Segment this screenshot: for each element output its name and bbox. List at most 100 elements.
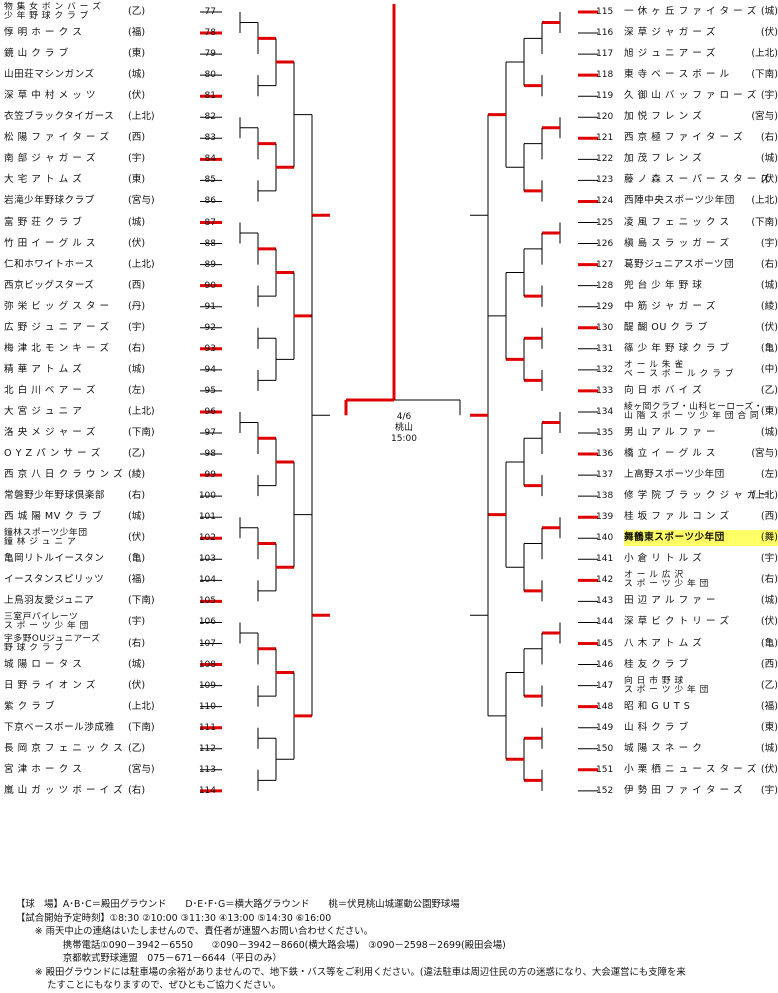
team-name: 男 山 ア ル フ ァ ー xyxy=(624,427,716,438)
team-region: (中) xyxy=(760,363,778,375)
team-number: 117 xyxy=(596,49,614,60)
team-row: 深 草 ジ ャ ガ ー ズ(伏)116 xyxy=(0,25,778,41)
team-number: 110 xyxy=(198,701,216,712)
team-number: 97 xyxy=(204,428,216,438)
team-name: 槇 島 ス ラ ッ ガ ー ズ xyxy=(624,237,730,249)
team-region: (伏) xyxy=(760,763,778,775)
team-row: 深 草 中 村 メ ッ ツ(伏)81 xyxy=(0,88,778,104)
team-row: 加 悦 フ レ ン ズ(宮与)120 xyxy=(0,109,778,125)
team-row: 下京ベースボール渉成雅(下南)111 xyxy=(0,720,778,736)
team-region: (宇) xyxy=(128,321,146,333)
team-row: 小 倉 リ ト ル ズ(宇)141 xyxy=(0,551,778,567)
team-region: (東) xyxy=(128,48,146,60)
team-number: 129 xyxy=(596,301,614,312)
team-number: 126 xyxy=(596,238,614,249)
team-region: (左) xyxy=(128,384,146,396)
team-number: 103 xyxy=(198,554,216,565)
team-row: 田 辺 ア ル フ ァ ー(城)143 xyxy=(0,593,778,609)
team-name: 下京ベースボール渉成雅 xyxy=(4,721,115,733)
team-name: 宇多野OUジュニアーズ野 球 ク ラ ブ xyxy=(4,634,126,653)
team-number: 82 xyxy=(204,112,216,123)
team-row: 常磐野少年野球倶楽部(右)100 xyxy=(0,488,778,504)
phone-note: 携帯電話①090－3942－6550 ②090－3942－8660(横大路会場)… xyxy=(16,939,506,951)
parking-note-2: たすことにもなりますので、ぜひともご協力ください。 xyxy=(16,980,281,991)
final-date: 4/6 xyxy=(396,412,412,422)
team-name: オ ー ル 広 沢ス ポ ー ツ 少 年 団 xyxy=(624,571,748,589)
team-row: 一 休 ヶ 丘 フ ァ イ タ ー ズ(城)115 xyxy=(0,4,778,20)
team-name-line1: オ ー ル 広 沢 xyxy=(624,570,684,581)
team-region: (伏) xyxy=(128,532,146,544)
team-row: 城 陽 ロ ー タ ス(城)108 xyxy=(0,657,778,673)
team-name: 鐘林スポーツ少年団鐘 林 ジ ュ ニ ア xyxy=(4,529,126,547)
team-row: 桂 友 ク ラ ブ(西)146 xyxy=(0,657,778,673)
team-region: (乙) xyxy=(760,384,778,396)
team-number: 121 xyxy=(596,133,614,144)
team-name: 物 集 女 ボ ン バ ー ズ少 年 野 球 ク ラ ブ xyxy=(4,3,126,21)
team-number: 120 xyxy=(596,112,614,123)
team-region: (宇) xyxy=(760,90,778,102)
team-name: 八 木 ア ト ム ズ xyxy=(624,637,703,649)
team-name: 精 華 ア ト ム ズ xyxy=(4,363,83,375)
team-name-line2: ベ ー ス ボ ー ル ク ラ ブ xyxy=(624,368,735,379)
team-row: 綾ヶ岡クラブ・山科ヒーローズ・山 階 ス ポ ー ツ 少 年 団 合 同(東)1… xyxy=(0,402,778,420)
team-number: 109 xyxy=(198,680,216,691)
team-number: 107 xyxy=(198,638,216,649)
team-name: 修 学 院 ブ ラ ッ ク ジ ャ ガ ー xyxy=(624,490,771,502)
team-number: 143 xyxy=(596,596,614,607)
team-number: 141 xyxy=(596,554,614,565)
team-row: 深 草 ビ ク ト リ ー ズ(伏)144 xyxy=(0,614,778,630)
team-number: 95 xyxy=(204,385,216,396)
team-number: 87 xyxy=(204,217,216,228)
team-region: (乙) xyxy=(760,679,778,691)
team-row: 大 宅 ア ト ム ズ(東)85 xyxy=(0,172,778,188)
team-number: 127 xyxy=(596,259,614,270)
team-region: (城) xyxy=(760,427,778,438)
team-name: 城 陽 ス ネ ー ク xyxy=(624,742,703,754)
team-name-line1: オ ー ル 朱 雀 xyxy=(624,359,684,370)
team-region: (上北) xyxy=(128,405,155,417)
team-name: 岩滝少年野球クラブ xyxy=(4,195,95,207)
team-name: 大 宅 ア ト ム ズ xyxy=(4,174,83,186)
team-name: 松 陽 フ ァ イ タ ー ズ xyxy=(4,132,110,144)
team-row: 上高野スポーツ少年団(左)137 xyxy=(0,467,778,483)
team-region: (城) xyxy=(760,595,778,607)
team-name: 西陣中央スポーツ少年団 xyxy=(624,195,735,207)
team-name: 北 白 川 ベ ア ー ズ xyxy=(4,384,96,396)
team-number: 148 xyxy=(596,701,614,712)
team-region: (宮与) xyxy=(128,195,155,207)
team-row: 山 科 ク ラ ブ(東)149 xyxy=(0,720,778,736)
team-name: 伊 勢 田 フ ァ イ タ ー ズ xyxy=(624,784,744,796)
team-number: 115 xyxy=(596,7,614,17)
team-number: 150 xyxy=(596,743,614,754)
team-row: 竹 田 イ ー グ ル ス(伏)88 xyxy=(0,236,778,252)
team-name: 洛 央 メ ジ ャ ー ズ xyxy=(4,427,96,438)
team-row: 三室戸パイレーツス ポ ー ツ 少 年 団(宇)106 xyxy=(0,613,778,631)
team-row: イースタンスピリッツ(福)104 xyxy=(0,572,778,588)
team-region: (下南) xyxy=(751,69,778,81)
team-number: 142 xyxy=(596,575,614,586)
team-row: 修 学 院 ブ ラ ッ ク ジ ャ ガ ー(上北)138 xyxy=(0,488,778,504)
team-name: 西 京 八 日 ク ラ ウ ン ズ xyxy=(4,469,124,481)
team-region: (宮与) xyxy=(751,448,778,460)
team-name: 城 陽 ロ ー タ ス xyxy=(4,658,83,670)
team-region: (左) xyxy=(760,469,778,481)
team-region: (乙) xyxy=(128,448,146,460)
team-name: 長 岡 京 フ ェ ニ ッ ク ス xyxy=(4,742,124,754)
team-number: 88 xyxy=(204,238,216,249)
team-number: 145 xyxy=(596,638,614,649)
team-name: 常磐野少年野球倶楽部 xyxy=(4,490,105,502)
team-number: 93 xyxy=(204,343,216,354)
team-name: 西 京 極 フ ァ イ タ ー ズ xyxy=(624,132,744,144)
team-region: (上北) xyxy=(751,195,778,207)
team-name: 葛野ジュニアスポーツ団 xyxy=(624,258,735,270)
team-number: 144 xyxy=(596,617,614,628)
team-number: 101 xyxy=(198,512,216,523)
team-row: 西 京 八 日 ク ラ ウ ン ズ(綾)99 xyxy=(0,467,778,483)
team-region: (西) xyxy=(128,132,146,144)
team-row: 鐘林スポーツ少年団鐘 林 ジ ュ ニ ア(伏)102 xyxy=(0,529,778,547)
team-name: 弥 栄 ビ ッ グ ス タ ー xyxy=(4,300,110,312)
team-region: (城) xyxy=(128,511,146,523)
team-name: 深 草 ジ ャ ガ ー ズ xyxy=(624,27,716,39)
team-region: (宮与) xyxy=(751,111,778,123)
team-region: (宇) xyxy=(760,784,778,796)
